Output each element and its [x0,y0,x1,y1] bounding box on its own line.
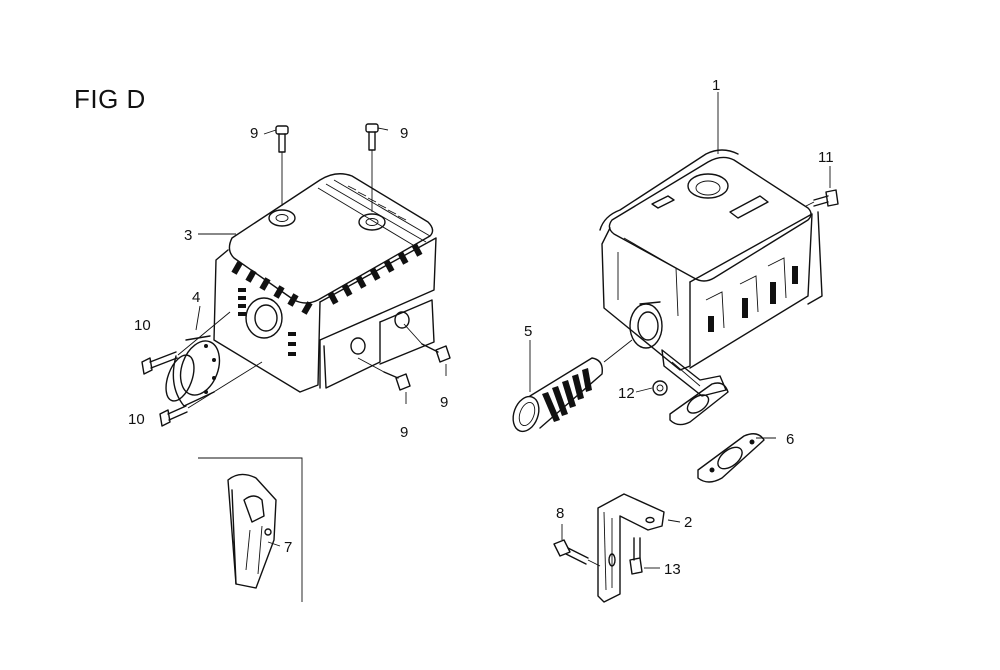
callout-7: 7 [284,539,292,556]
callout-9-lower-center: 9 [400,424,408,441]
nut-12 [652,380,668,396]
bracket-plate-7 [198,457,303,602]
muffler-body [599,149,823,397]
callout-6: 6 [786,431,794,448]
callout-10-lower: 10 [128,411,145,428]
muffler-protector [213,173,437,393]
callout-9-top-left: 9 [250,125,258,142]
exhaust-deflector [165,335,221,407]
callout-5: 5 [524,323,532,340]
callout-labels: 1 2 3 4 5 6 7 8 9 9 9 9 10 10 11 12 13 [128,77,834,578]
callout-4: 4 [192,289,200,306]
spark-arrester [512,339,633,433]
callout-12: 12 [618,385,635,402]
callout-3: 3 [184,227,192,244]
muffler-bracket [597,493,665,603]
flange-gasket [669,382,729,426]
callout-10-upper: 10 [134,317,151,334]
gasket [697,433,765,483]
callout-9-top-right: 9 [400,125,408,142]
callout-13: 13 [664,561,681,578]
leader-lines [195,92,831,569]
callout-11: 11 [818,149,834,166]
bolt-13 [629,537,643,575]
bolt-8 [553,539,601,567]
figure-title: FIG D [74,84,146,114]
callout-2: 2 [684,514,692,531]
screw-11 [805,189,839,207]
callout-9-lower-right: 9 [440,394,448,411]
screws-left-group [141,123,451,427]
callout-1: 1 [712,77,720,94]
callout-8: 8 [556,505,564,522]
